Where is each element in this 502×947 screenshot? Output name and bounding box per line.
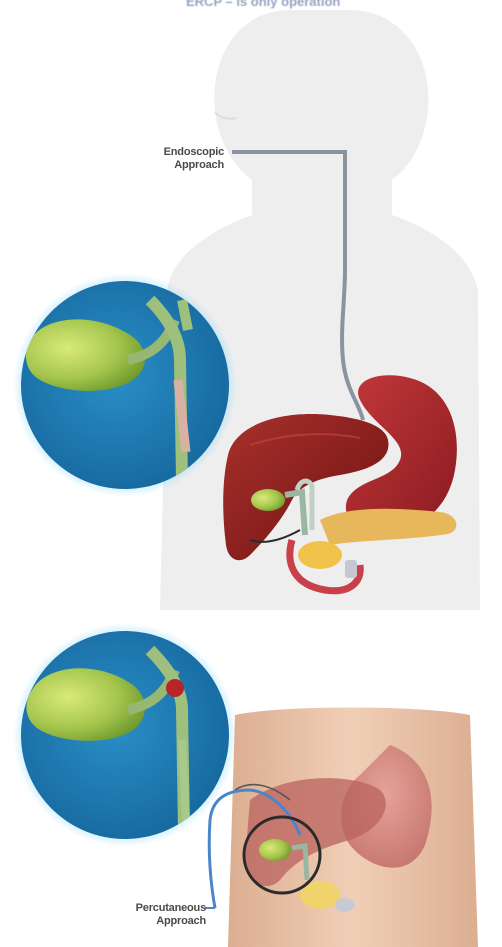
gallbladder-percutaneous-inset-icon [13,623,237,847]
endoscopic-label-line1: Endoscopic [98,146,224,159]
abdomen [228,708,478,947]
percutaneous-label-line2: Approach [60,915,206,928]
gallbladder-small [251,489,285,511]
gallbladder-endoscopic-inset-icon [13,273,237,497]
percutaneous-approach-label: Percutaneous Approach [60,902,206,928]
endoscopic-label-line2: Approach [98,159,224,172]
percutaneous-label-line1: Percutaneous [60,902,206,915]
endoscopic-approach-label: Endoscopic Approach [98,146,224,172]
